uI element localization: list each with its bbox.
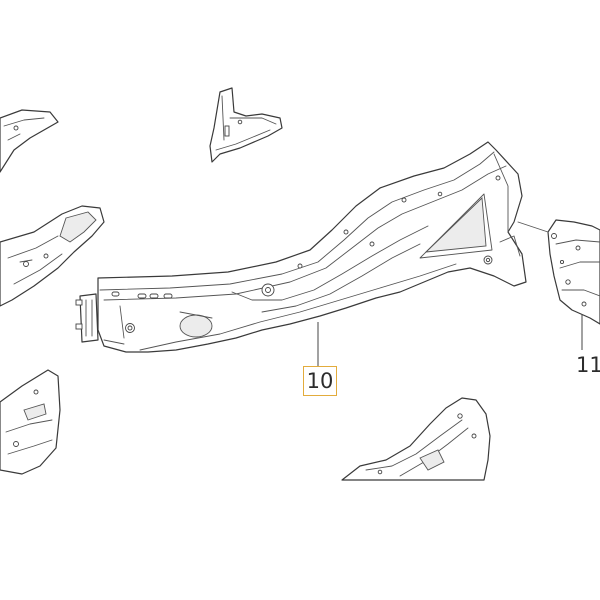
callout-10-label: 10 (303, 366, 337, 396)
part-10-side-member (75, 141, 527, 353)
part-fragment-top-center (209, 87, 283, 163)
part-fragment-top-left (0, 109, 59, 173)
part-fragment-left-middle (0, 205, 105, 307)
part-fragment-bottom-left (0, 369, 61, 475)
callout-11-label: 11 (576, 353, 600, 377)
part-11-bracket (547, 219, 600, 325)
connection-line (517, 221, 549, 233)
part-fragment-bottom-center (341, 397, 491, 481)
